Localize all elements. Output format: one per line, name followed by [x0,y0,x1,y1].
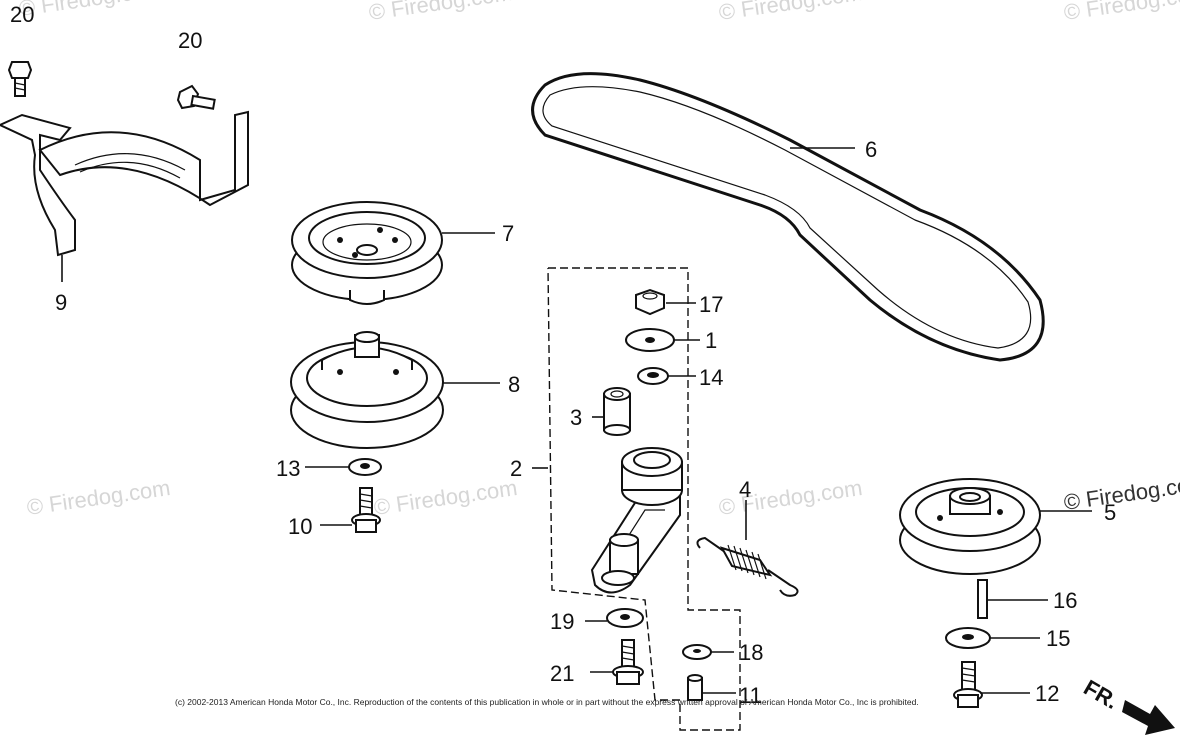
callout-8: 8 [508,372,520,397]
callout-6: 6 [865,137,877,162]
callout-16: 16 [1053,588,1077,613]
callout-21: 21 [550,661,574,686]
bolt-12 [953,661,1030,708]
watermark: © Firedog.com [1062,0,1180,25]
watermark: © Firedog.com [17,0,164,21]
collar-3 [592,387,631,436]
belt-guide-bracket [0,110,249,282]
callout-4: 4 [739,477,751,502]
washer-15 [945,627,1040,649]
front-direction-indicator: FR. [1080,675,1175,735]
copyright-notice: (c) 2002-2013 American Honda Motor Co., … [175,697,919,707]
callout-12: 12 [1035,681,1059,706]
callout-18: 18 [739,640,763,665]
callout-11: 11 [739,683,762,708]
callout-20-right: 20 [178,28,202,53]
washer-18 [682,644,734,660]
direction-arrow-icon [1122,700,1175,735]
washer-19 [585,608,644,628]
bolt-11 [687,674,736,701]
bolt-20-right [176,84,216,110]
callout-5: 5 [1104,500,1116,525]
callout-20-left: 20 [10,2,34,27]
callouts: 20 20 9 7 8 13 10 6 17 1 14 3 2 4 5 16 1… [10,2,1116,708]
tension-arm [590,447,683,594]
callout-2: 2 [510,456,522,481]
assembly-boundary [547,267,741,731]
pulley-5 [899,478,1092,575]
watermark: © Firedog.com [1062,470,1180,515]
pulley-7 [291,201,495,305]
nut-17 [635,288,696,316]
watermark: © Firedog.com [372,475,519,520]
drive-belt [531,72,1045,362]
watermark: © Firedog.com [25,475,172,520]
washer-14 [637,367,696,385]
key-16 [977,579,1048,619]
callout-15: 15 [1046,626,1070,651]
callout-19: 19 [550,609,574,634]
watermark: © Firedog.com [367,0,514,25]
callout-7: 7 [502,221,514,246]
bolt-10 [320,487,381,533]
callout-1: 1 [705,328,717,353]
washer-13 [305,458,382,476]
spring-4 [696,500,799,597]
callout-10: 10 [288,514,312,539]
washer-1 [625,328,700,352]
watermark: © Firedog.com [717,0,864,25]
callout-9: 9 [55,290,67,315]
direction-label: FR. [1080,675,1123,714]
callout-17: 17 [699,292,723,317]
bolt-21 [590,639,644,685]
pulley-8 [290,331,500,449]
callout-14: 14 [699,365,723,390]
bolt-20-left [7,61,33,97]
callout-13: 13 [276,456,300,481]
callout-3: 3 [570,405,582,430]
